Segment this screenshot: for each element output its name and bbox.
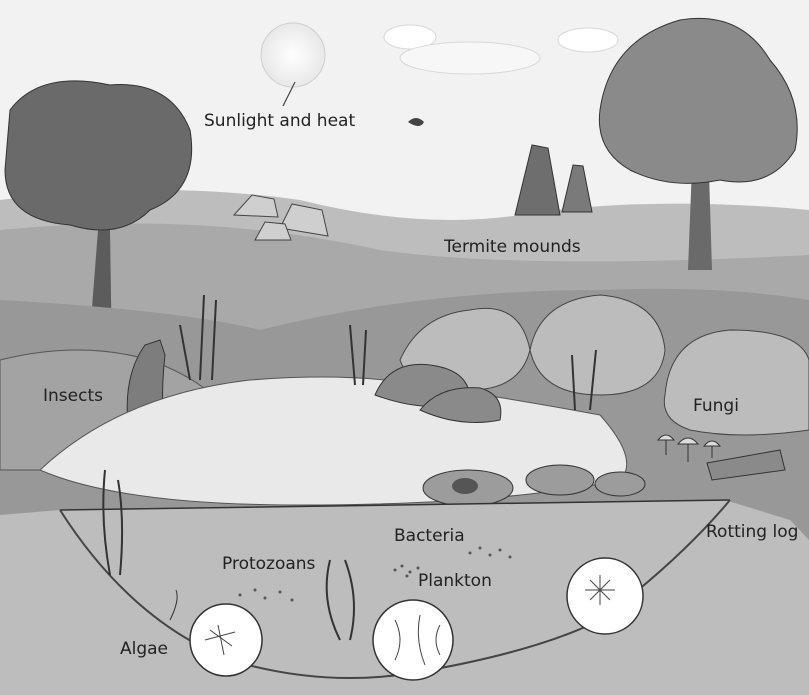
sun xyxy=(261,23,325,87)
label-termite-mounds: Termite mounds xyxy=(444,237,581,257)
label-plankton: Plankton xyxy=(418,571,492,591)
label-protozoans: Protozoans xyxy=(222,554,315,574)
label-rotting-log: Rotting log xyxy=(706,522,798,542)
label-fungi: Fungi xyxy=(693,396,739,416)
label-bacteria: Bacteria xyxy=(394,526,465,546)
label-insects: Insects xyxy=(43,386,103,406)
frog xyxy=(452,478,478,494)
label-sunlight: Sunlight and heat xyxy=(204,111,355,131)
label-algae: Algae xyxy=(120,639,168,659)
